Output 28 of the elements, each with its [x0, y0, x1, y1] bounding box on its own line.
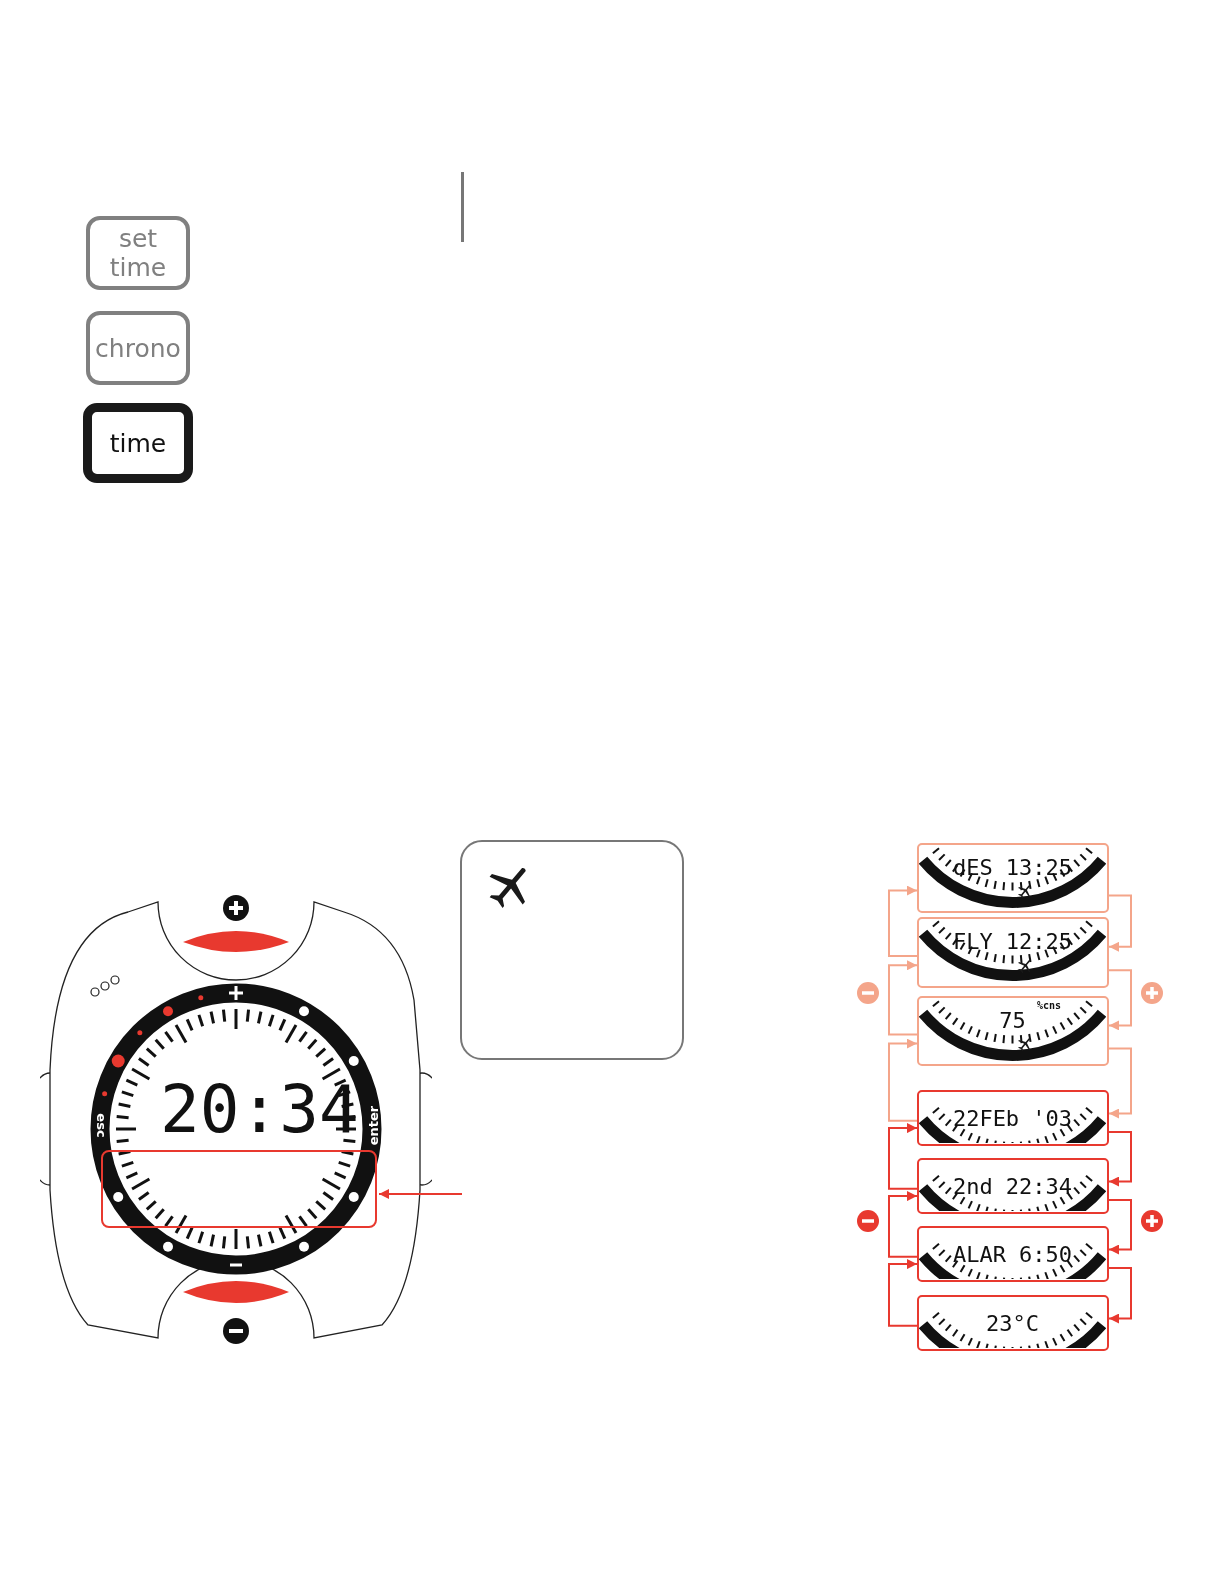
display-readout: dES 13:25	[951, 855, 1074, 881]
bezel-label: enter	[366, 1105, 382, 1146]
arrow	[888, 885, 918, 958]
arrow	[1108, 1267, 1132, 1324]
arrow	[378, 1189, 463, 1199]
display-readout: 2nd 22:34	[951, 1174, 1074, 1200]
info-panel	[460, 840, 684, 1060]
mode-button: time	[83, 403, 193, 483]
time-readout: 20:34	[160, 1075, 359, 1145]
highlight-frame	[101, 1150, 377, 1228]
bezel-label: esc	[93, 1113, 109, 1138]
arrow	[888, 960, 918, 1036]
arrow	[1108, 894, 1132, 952]
arrow	[1108, 1131, 1132, 1187]
arrow	[888, 1191, 918, 1258]
mode-button: set time	[86, 216, 190, 290]
display-readout: 75	[998, 1008, 1027, 1034]
arrow	[888, 1038, 918, 1122]
arrow	[888, 1259, 918, 1327]
display-readout: 23°C	[985, 1311, 1040, 1337]
display-readout: ALAR 6:50	[951, 1242, 1074, 1268]
arrow	[1108, 969, 1132, 1031]
display-readout: 22FEb '03	[951, 1106, 1074, 1132]
arrow	[1108, 1047, 1132, 1119]
mode-button: chrono	[86, 311, 190, 385]
arrow	[1108, 1199, 1132, 1255]
unit-label: %cns	[1037, 1000, 1062, 1011]
arrow	[888, 1123, 918, 1190]
